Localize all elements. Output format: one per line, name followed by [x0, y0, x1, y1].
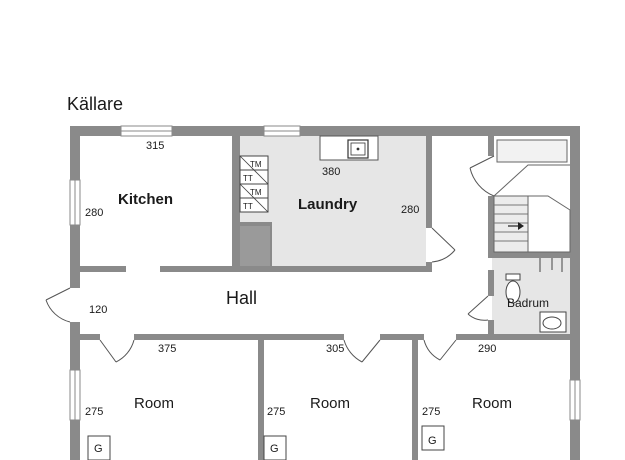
appliance-tt-2: TT — [243, 202, 253, 211]
room-label-hall: Hall — [226, 288, 257, 308]
staircase — [493, 164, 571, 253]
laundry-sink — [319, 135, 379, 161]
left-windows — [69, 179, 81, 421]
appliances-stack — [239, 155, 269, 213]
interior-walls — [80, 136, 572, 460]
doors — [45, 155, 495, 363]
room-label-badrum: Badrum — [507, 296, 549, 310]
top-windows — [120, 125, 301, 137]
dim-laundry-width: 380 — [322, 166, 340, 178]
appliance-tm-2: TM — [250, 188, 262, 197]
g-label-1: G — [94, 443, 103, 455]
dim-kitchen-width: 315 — [146, 140, 164, 152]
dim-room1-width: 375 — [158, 343, 176, 355]
dim-room2-height: 275 — [267, 406, 285, 418]
g-boxes — [87, 425, 445, 460]
g-label-2: G — [270, 443, 279, 455]
dim-room3-height: 275 — [422, 406, 440, 418]
dim-laundry-height: 280 — [401, 204, 419, 216]
dim-room1-height: 275 — [85, 406, 103, 418]
shower-icon — [539, 258, 563, 272]
right-windows — [569, 379, 581, 421]
dim-hall-width: 120 — [89, 304, 107, 316]
storage-shelf — [496, 139, 568, 163]
appliance-tm-1: TM — [250, 160, 262, 169]
dim-kitchen-height: 280 — [85, 207, 103, 219]
dim-room2-width: 305 — [326, 343, 344, 355]
appliance-tt-1: TT — [243, 174, 253, 183]
room-label-kitchen: Kitchen — [118, 191, 173, 208]
room-label-laundry: Laundry — [298, 196, 358, 213]
g-label-3: G — [428, 435, 437, 447]
counter-shade — [240, 226, 270, 266]
washbasin-icon — [539, 311, 567, 333]
room-label-room-1: Room — [134, 395, 174, 412]
toilet-icon — [505, 273, 521, 304]
room-label-room-2: Room — [310, 395, 350, 412]
dim-room3-width: 290 — [478, 343, 496, 355]
floor-title: Källare — [67, 94, 123, 114]
room-label-room-3: Room — [472, 395, 512, 412]
